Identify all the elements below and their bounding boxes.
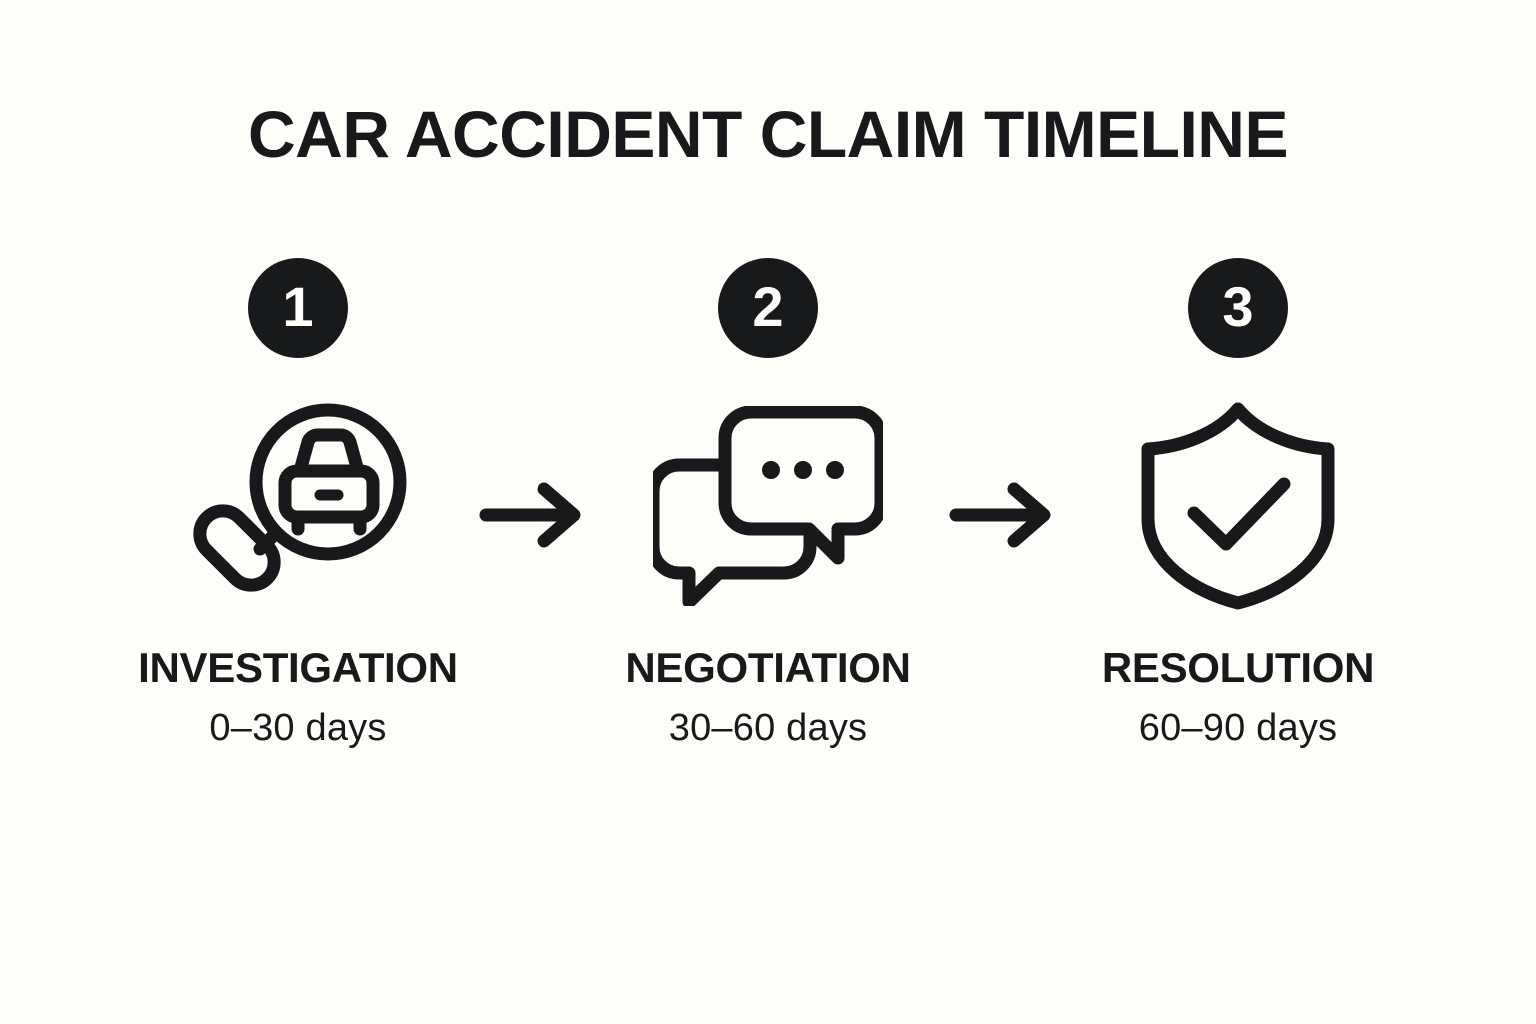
step-duration-investigation: 0–30 days [209, 707, 387, 749]
step-number-badge-2: 2 [718, 258, 818, 358]
step-duration-resolution: 60–90 days [1138, 707, 1338, 749]
step-label-resolution: RESOLUTION [1101, 644, 1375, 691]
timeline-step-investigation: 1 [138, 258, 458, 750]
shield-check-icon [1138, 396, 1338, 616]
step-number-badge-1: 1 [248, 258, 348, 358]
timeline-step-negotiation: 2 NEGOTIATION 30–60 days [608, 258, 928, 750]
step-duration-negotiation: 30–60 days [668, 707, 868, 749]
step-label-investigation: INVESTIGATION [138, 644, 458, 691]
page-title: CAR ACCIDENT CLAIM TIMELINE [248, 97, 1289, 171]
magnifier-car-icon [188, 396, 408, 616]
speech-bubbles-icon [653, 396, 883, 616]
step-number-badge-3: 3 [1188, 258, 1288, 358]
connector-arrow-1 [458, 258, 608, 550]
step-label-negotiation: NEGOTIATION [625, 644, 911, 691]
timeline-steps: 1 [0, 258, 1536, 778]
connector-arrow-2 [928, 258, 1078, 550]
arrow-right-icon [949, 482, 1051, 548]
timeline-step-resolution: 3 RESOLUTION 60–90 days [1078, 258, 1398, 750]
arrow-right-icon [479, 482, 581, 548]
